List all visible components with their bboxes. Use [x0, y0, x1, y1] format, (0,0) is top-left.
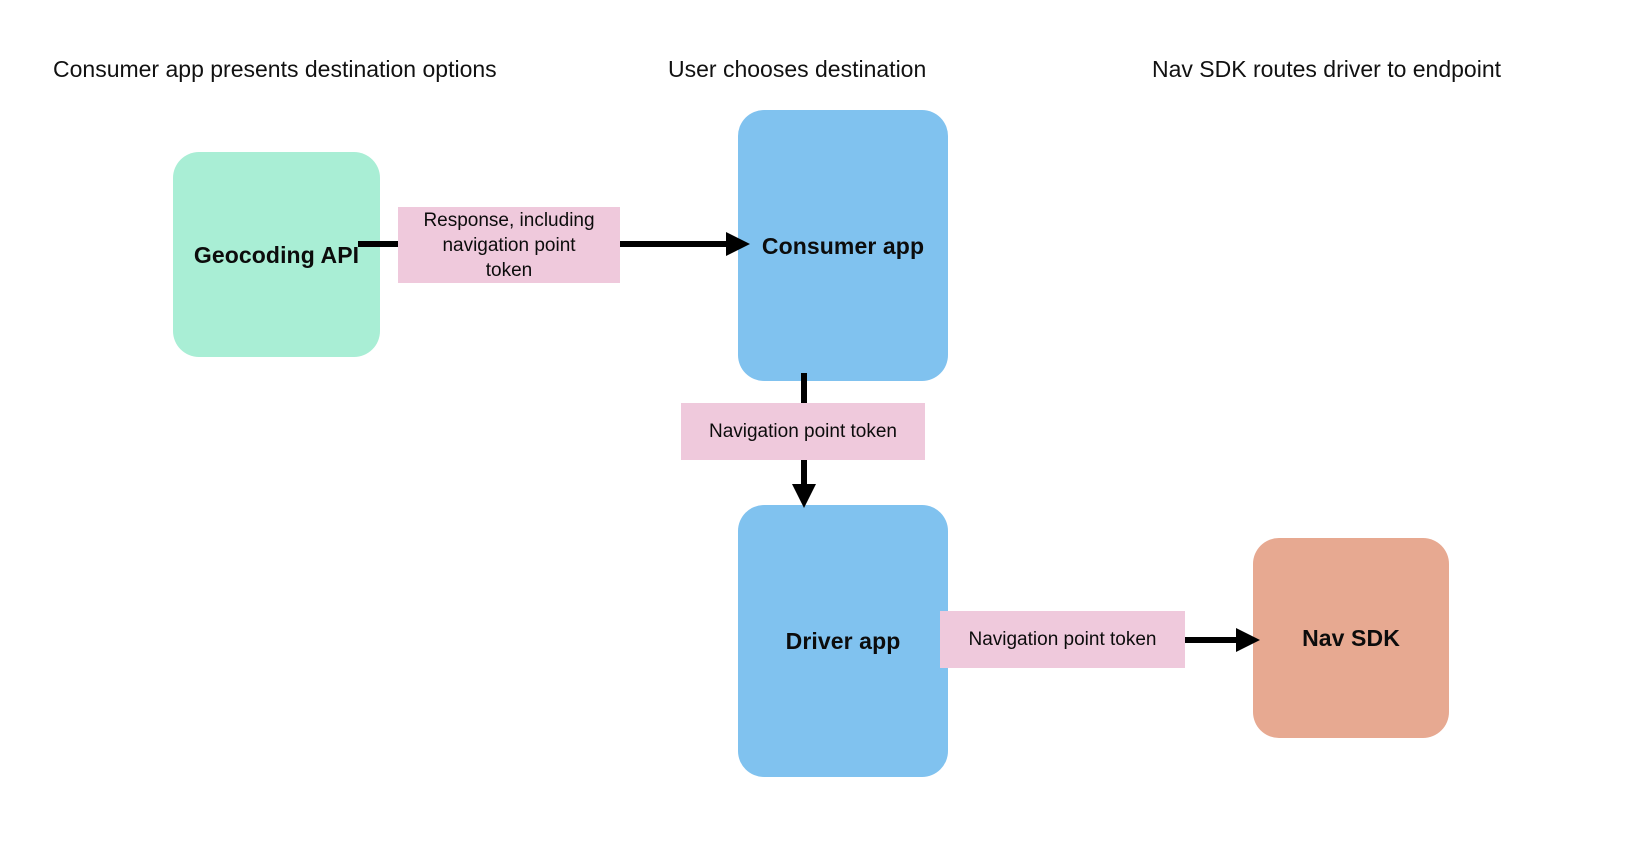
edge-label-nav-token-consumer-driver: Navigation point token — [681, 403, 925, 460]
edge-label-nav-token-driver-navsdk: Navigation point token — [940, 611, 1185, 668]
node-label-nav-sdk: Nav SDK — [1302, 625, 1400, 651]
column-header-user: User chooses destination — [668, 56, 927, 82]
node-label-consumer-app: Consumer app — [761, 232, 925, 259]
edge-label-nav-token-consumer-driver-text: Navigation point token — [708, 421, 897, 442]
edge-label-response-token-line3: token — [485, 259, 533, 281]
node-nav-sdk[interactable]: Nav SDK — [1253, 538, 1449, 738]
edge-label-response-token: Response, including navigation point tok… — [398, 207, 620, 283]
column-header-navsdk: Nav SDK routes driver to endpoint — [1152, 56, 1502, 82]
node-geocoding-api[interactable]: Geocoding API — [173, 152, 380, 357]
column-header-consumer: Consumer app presents destination option… — [53, 56, 497, 82]
edge-label-response-token-line1: Response, including — [423, 209, 595, 231]
node-driver-app[interactable]: Driver app — [738, 505, 948, 777]
node-label-driver-app: Driver app — [785, 628, 901, 654]
node-label-geocoding-api: Geocoding API — [193, 241, 360, 268]
node-consumer-app[interactable]: Consumer app — [738, 110, 948, 381]
edge-label-nav-token-driver-navsdk-text: Navigation point token — [968, 629, 1157, 650]
edge-label-response-token-line2: navigation point — [442, 234, 576, 256]
